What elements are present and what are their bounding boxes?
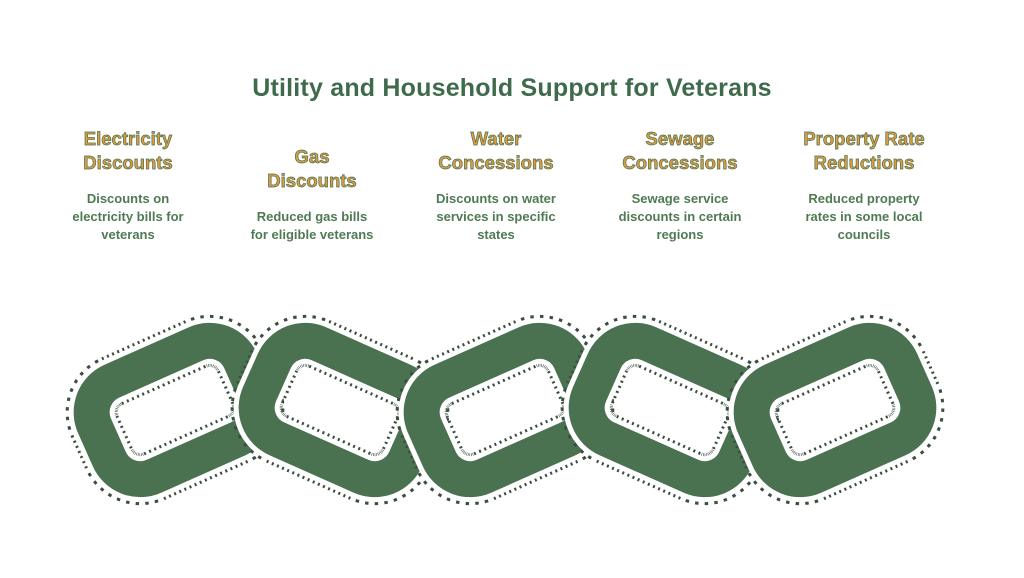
column-description: Reduced gas bills for eligible veterans	[250, 209, 374, 242]
column-heading: Gas Discounts	[267, 146, 357, 192]
column-water-concessions: Water Concessions Discounts on water ser…	[404, 127, 588, 244]
column-description: Sewage service discounts in certain regi…	[618, 191, 742, 242]
chain-link	[725, 314, 945, 506]
support-columns: Electricity Discounts Discounts on elect…	[36, 110, 956, 244]
column-description: Reduced property rates in some local cou…	[805, 191, 923, 242]
column-heading: Sewage Concessions	[622, 128, 738, 174]
column-property-rate-reductions: Property Rate Reductions Reduced propert…	[772, 127, 956, 244]
chain-illustration	[65, 314, 945, 506]
column-heading: Property Rate Reductions	[803, 128, 925, 174]
column-gas-discounts: Gas Discounts Reduced gas bills for elig…	[220, 145, 404, 244]
column-description: Discounts on water services in specific …	[436, 191, 556, 242]
column-electricity-discounts: Electricity Discounts Discounts on elect…	[36, 127, 220, 244]
chain-illustration-wrap	[0, 288, 1024, 578]
column-heading: Electricity Discounts	[83, 128, 173, 174]
column-description: Discounts on electricity bills for veter…	[72, 191, 184, 242]
column-heading: Water Concessions	[438, 128, 554, 174]
column-sewage-concessions: Sewage Concessions Sewage service discou…	[588, 127, 772, 244]
page-title: Utility and Household Support for Vetera…	[252, 73, 772, 102]
